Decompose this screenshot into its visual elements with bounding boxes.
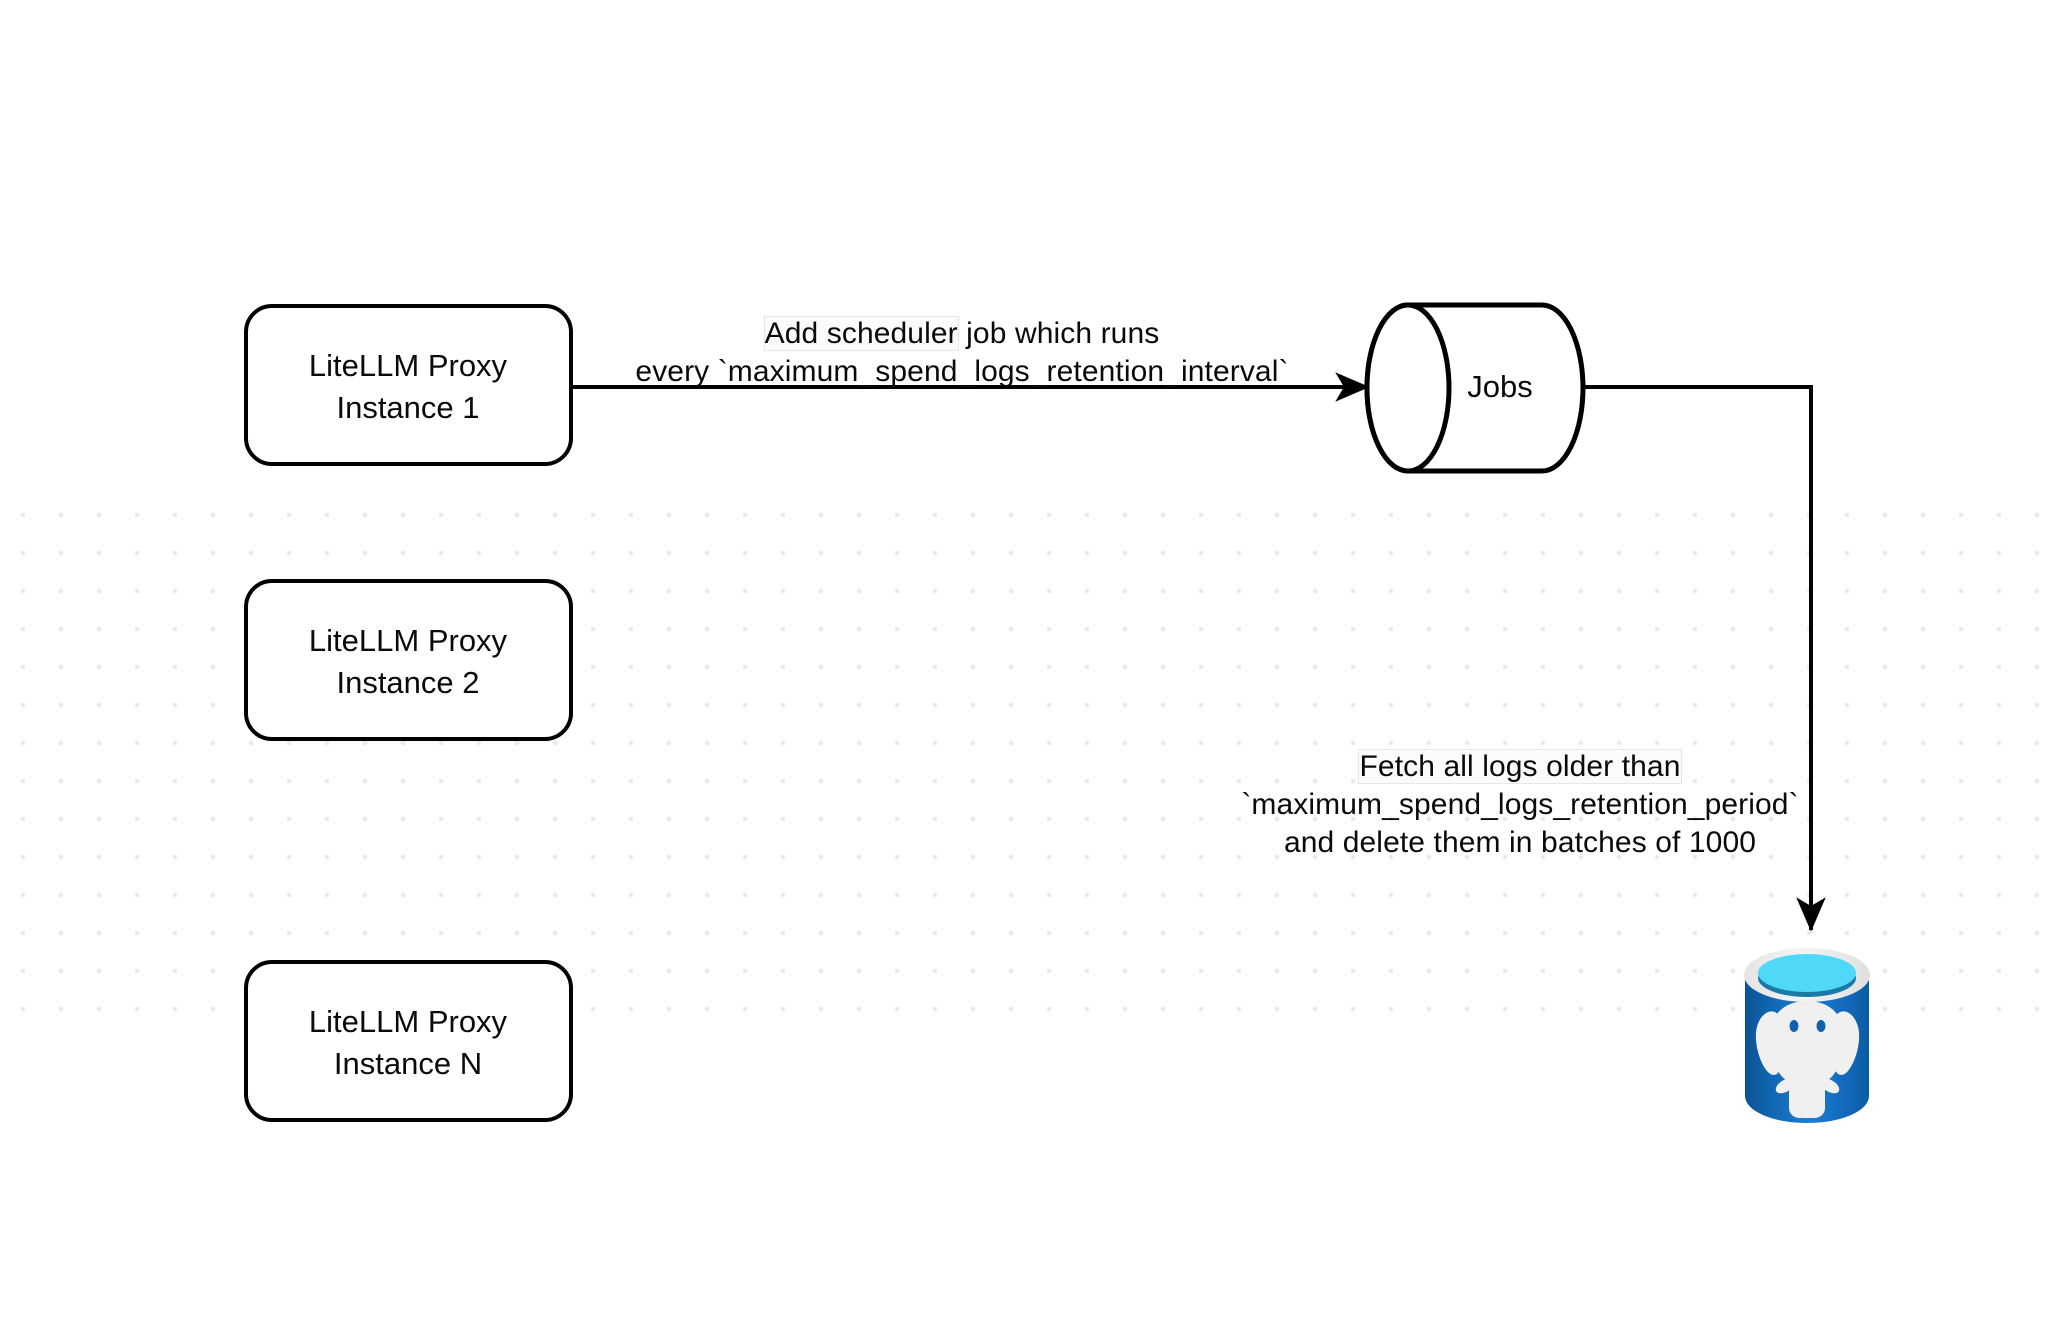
node-postgres-database[interactable] — [1744, 948, 1870, 1123]
postgres-top-fill — [1758, 954, 1856, 992]
node-proxy-instance-n[interactable]: LiteLLM Proxy Instance N — [244, 960, 573, 1122]
edge-label-fetch-line1: Fetch all logs older than — [1230, 748, 1810, 786]
edge-label-scheduler-line2: every `maximum_spend_logs_retention_inte… — [635, 355, 1289, 388]
edge-label-fetch-highlight: Fetch all logs older than — [1359, 750, 1681, 783]
edge-label-scheduler: Add scheduler job which runs every `maxi… — [612, 315, 1312, 391]
node-proxy-instance-2[interactable]: LiteLLM Proxy Instance 2 — [244, 579, 573, 741]
edge-label-fetch-line3: and delete them in batches of 1000 — [1283, 826, 1757, 859]
node-proxy-instance-1[interactable]: LiteLLM Proxy Instance 1 — [244, 304, 573, 466]
edge-jobs-to-postgres — [1583, 385, 1826, 932]
edge-label-fetch: Fetch all logs older than `maximum_spend… — [1230, 748, 1810, 862]
jobs-label: Jobs — [1467, 369, 1532, 404]
edge-label-scheduler-rest: job which runs — [957, 317, 1160, 350]
edge-label-scheduler-line1: Add scheduler job which runs — [612, 315, 1312, 353]
edge-label-fetch-line2: `maximum_spend_logs_retention_period` — [1241, 788, 1799, 821]
proxy-n-box[interactable] — [244, 960, 573, 1122]
proxy-1-label-line1: LiteLLM Proxy — [309, 348, 508, 383]
postgres-elephant-icon — [1755, 1001, 1860, 1118]
edge-label-scheduler-highlight: Add scheduler — [764, 317, 958, 350]
postgres-elephant-eyes — [1789, 1020, 1826, 1032]
proxy-2-label-line1: LiteLLM Proxy — [309, 623, 508, 658]
node-jobs-queue[interactable]: Jobs — [1364, 302, 1586, 474]
proxy-2-box[interactable] — [244, 579, 573, 741]
proxy-1-box[interactable] — [244, 304, 573, 466]
proxy-1-label-line2: Instance 1 — [336, 390, 479, 425]
proxy-2-label-line2: Instance 2 — [336, 665, 479, 700]
proxy-n-label-line1: LiteLLM Proxy — [309, 1004, 508, 1039]
proxy-n-label-line2: Instance N — [334, 1046, 482, 1081]
jobs-cylinder-cap — [1364, 302, 1452, 474]
